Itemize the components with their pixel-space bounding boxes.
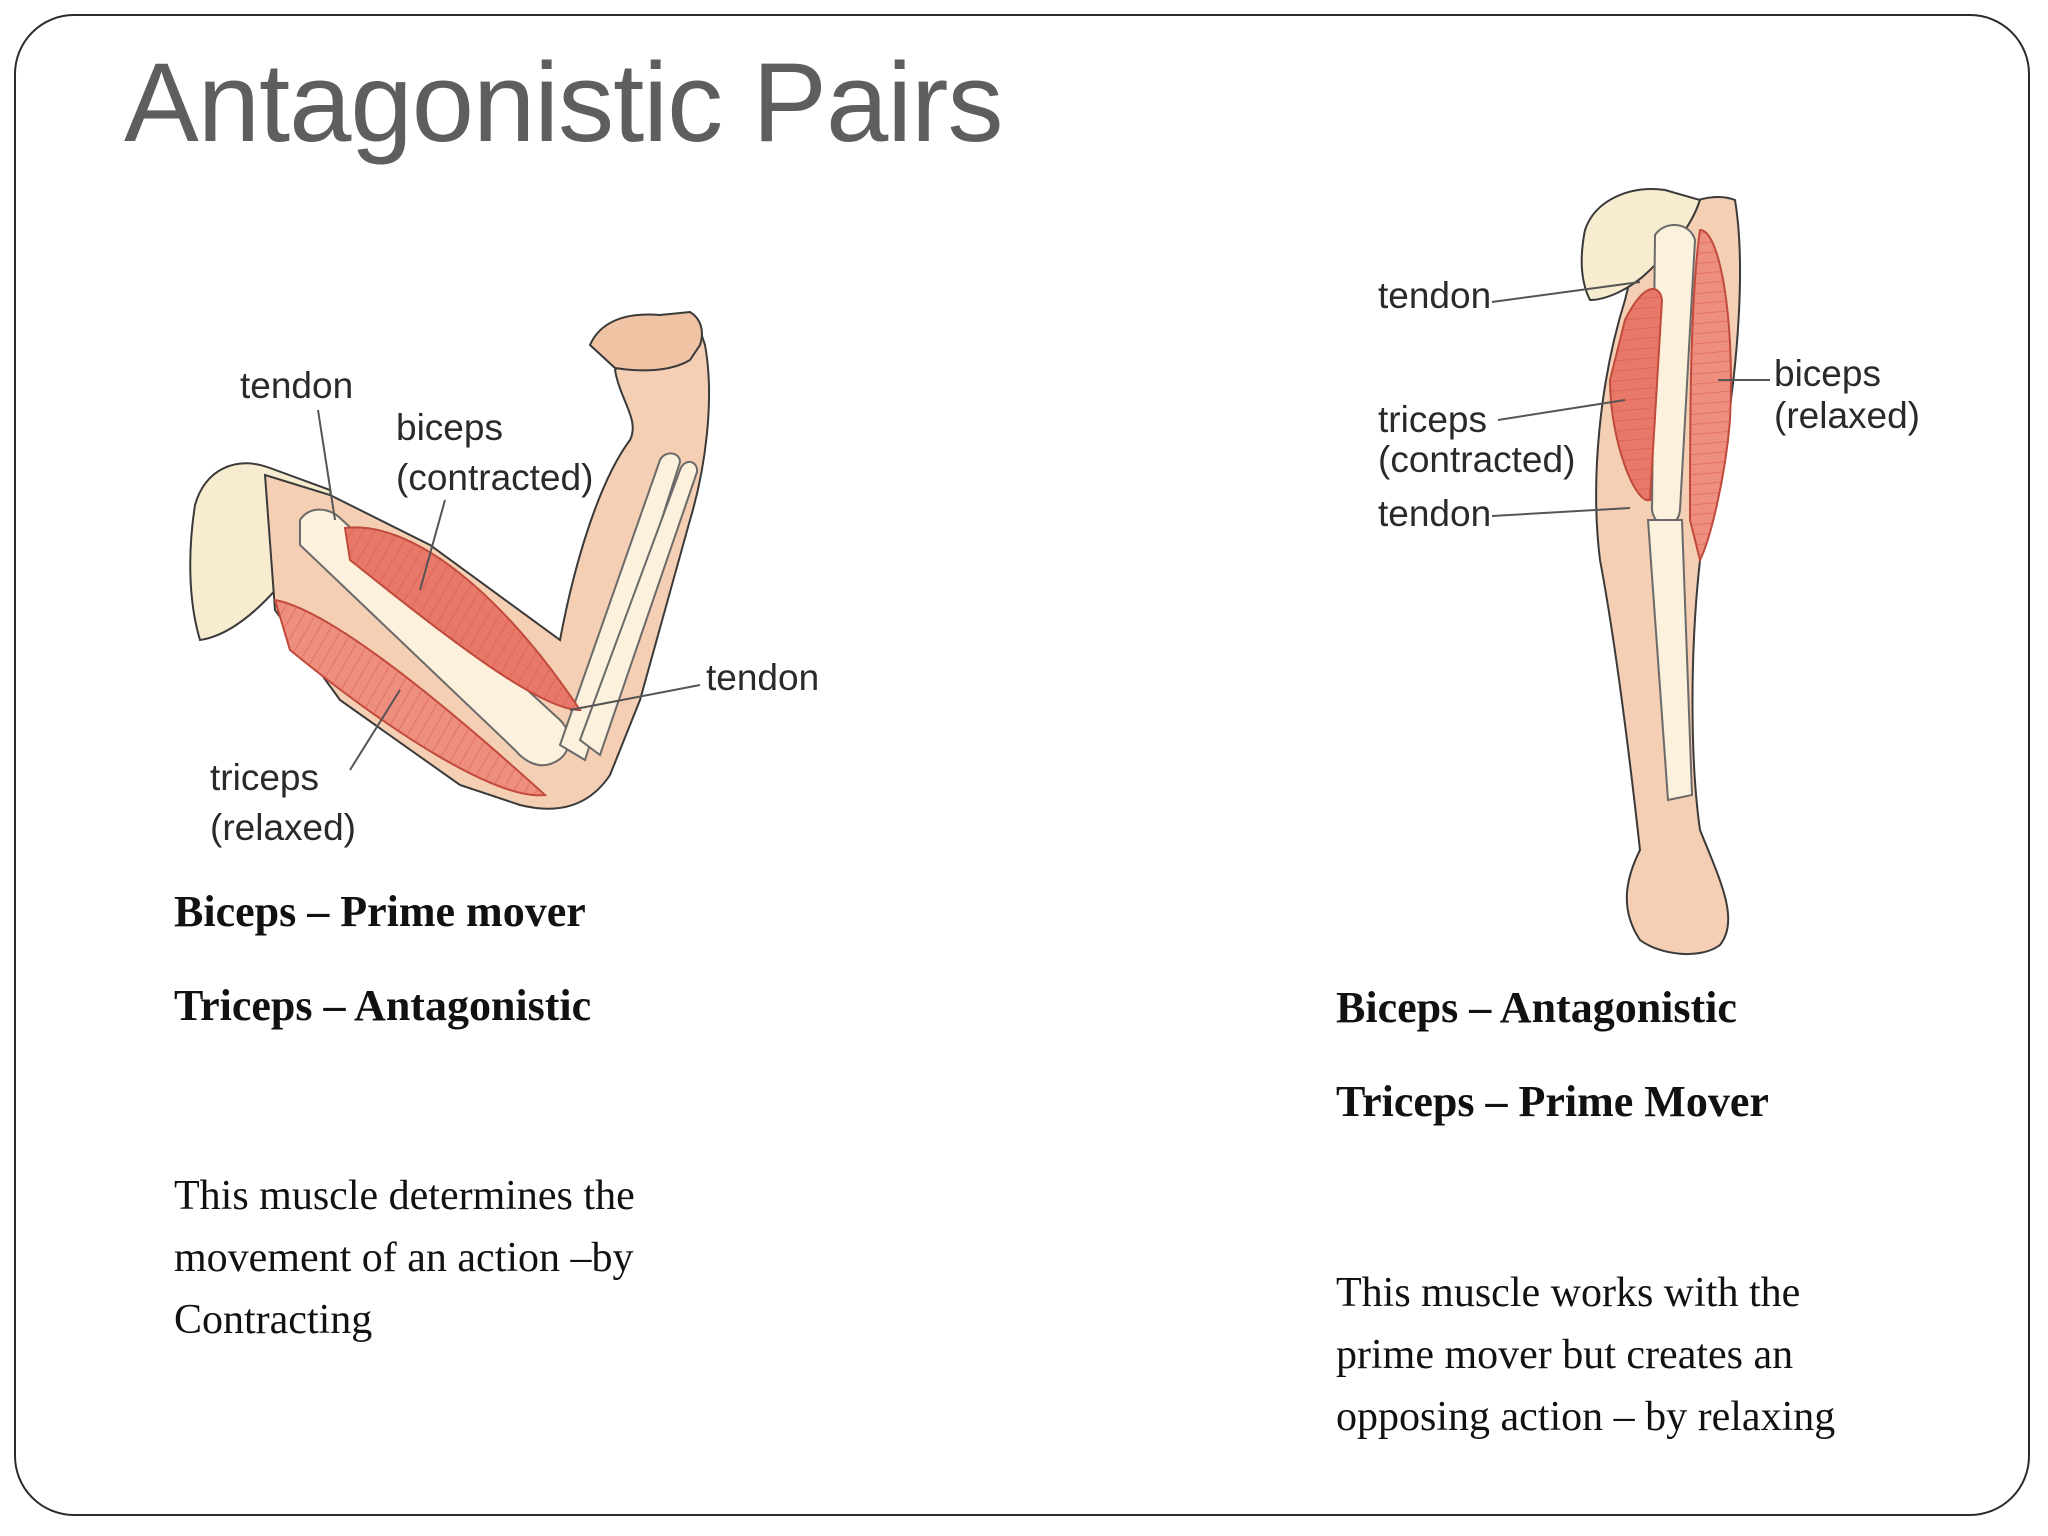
arm-biceps-state-label: (contracted) <box>396 457 593 498</box>
right-description: This muscle works with the prime mover b… <box>1336 1262 1835 1448</box>
leg-biceps-label: biceps <box>1774 353 1881 394</box>
leg-triceps-label: triceps <box>1378 399 1487 440</box>
left-description: This muscle determines the movement of a… <box>174 1165 635 1351</box>
left-role-antagonistic: Triceps – Antagonistic <box>174 981 592 1030</box>
slide-frame <box>14 14 2030 1516</box>
right-desc-line-3: opposing action – by relaxing <box>1336 1394 1836 1440</box>
leg-biceps-state-label: (relaxed) <box>1774 395 1920 436</box>
fist <box>588 310 703 372</box>
leg-triceps-state-label: (contracted) <box>1378 439 1575 480</box>
leg-diagram: tendon triceps (contracted) tendon bicep… <box>1378 188 1920 956</box>
right-desc-line-2: prime mover but creates an <box>1336 1332 1794 1378</box>
right-role-prime-mover: Triceps – Prime Mover <box>1336 1077 1769 1126</box>
leg-tendon-top-label: tendon <box>1378 275 1491 316</box>
forearm-bone <box>558 452 682 762</box>
arm-biceps-label: biceps <box>396 407 503 448</box>
left-desc-line-2: movement of an action –by <box>174 1235 634 1281</box>
slide-title: Antagonistic Pairs <box>124 40 1003 165</box>
forearm-bone-2 <box>578 461 699 757</box>
leg-tendon-bottom-label: tendon <box>1378 493 1491 534</box>
arm-triceps-state-label: (relaxed) <box>210 807 356 848</box>
limb-forearm-bone <box>1646 519 1694 802</box>
right-role-antagonistic: Biceps – Antagonistic <box>1336 983 1737 1032</box>
left-desc-line-1: This muscle determines the <box>174 1173 635 1219</box>
left-role-prime-mover: Biceps – Prime mover <box>174 887 586 936</box>
arm-tendon-top-label: tendon <box>240 365 353 406</box>
left-desc-line-3: Contracting <box>174 1297 373 1343</box>
arm-triceps-label: triceps <box>210 757 319 798</box>
arm-diagram: tendon biceps (contracted) tendon tricep… <box>189 310 819 848</box>
right-desc-line-1: This muscle works with the <box>1336 1270 1801 1316</box>
arm-tendon-elbow-label: tendon <box>706 657 819 698</box>
